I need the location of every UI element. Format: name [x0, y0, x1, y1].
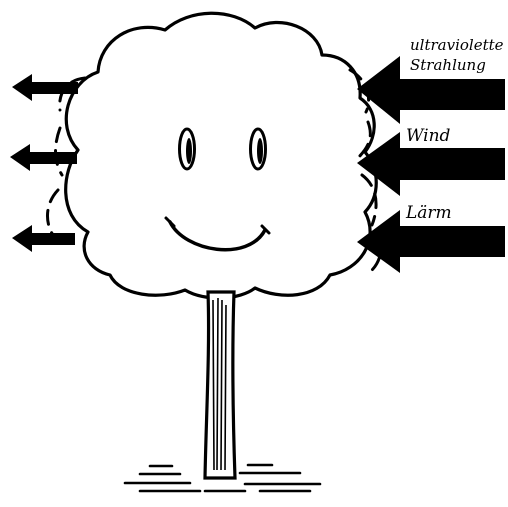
trunk-shading — [212, 297, 227, 471]
smile-right-dimple — [260, 224, 271, 235]
left-arrow-middle — [10, 144, 77, 171]
right-arrows — [357, 56, 505, 273]
left-arrows — [10, 74, 78, 252]
arrow-wind — [357, 132, 505, 196]
left-arrow-bottom — [12, 225, 75, 252]
label-noise: Lärm — [405, 203, 452, 223]
label-uv-line2: Strahlung — [410, 56, 486, 74]
tree-trunk — [203, 290, 237, 480]
smile-left-dimple — [164, 216, 176, 228]
left-eye-pupil — [186, 138, 192, 164]
tree-crown — [64, 11, 378, 300]
smile — [168, 220, 267, 252]
arrow-noise — [357, 210, 505, 273]
right-eye-pupil — [257, 138, 263, 164]
ground-lines — [123, 463, 322, 493]
arrow-uv-radiation — [357, 56, 505, 124]
label-wind: Wind — [406, 126, 451, 146]
label-uv-line1: ultraviolette — [410, 36, 504, 54]
left-arrow-top — [12, 74, 78, 101]
